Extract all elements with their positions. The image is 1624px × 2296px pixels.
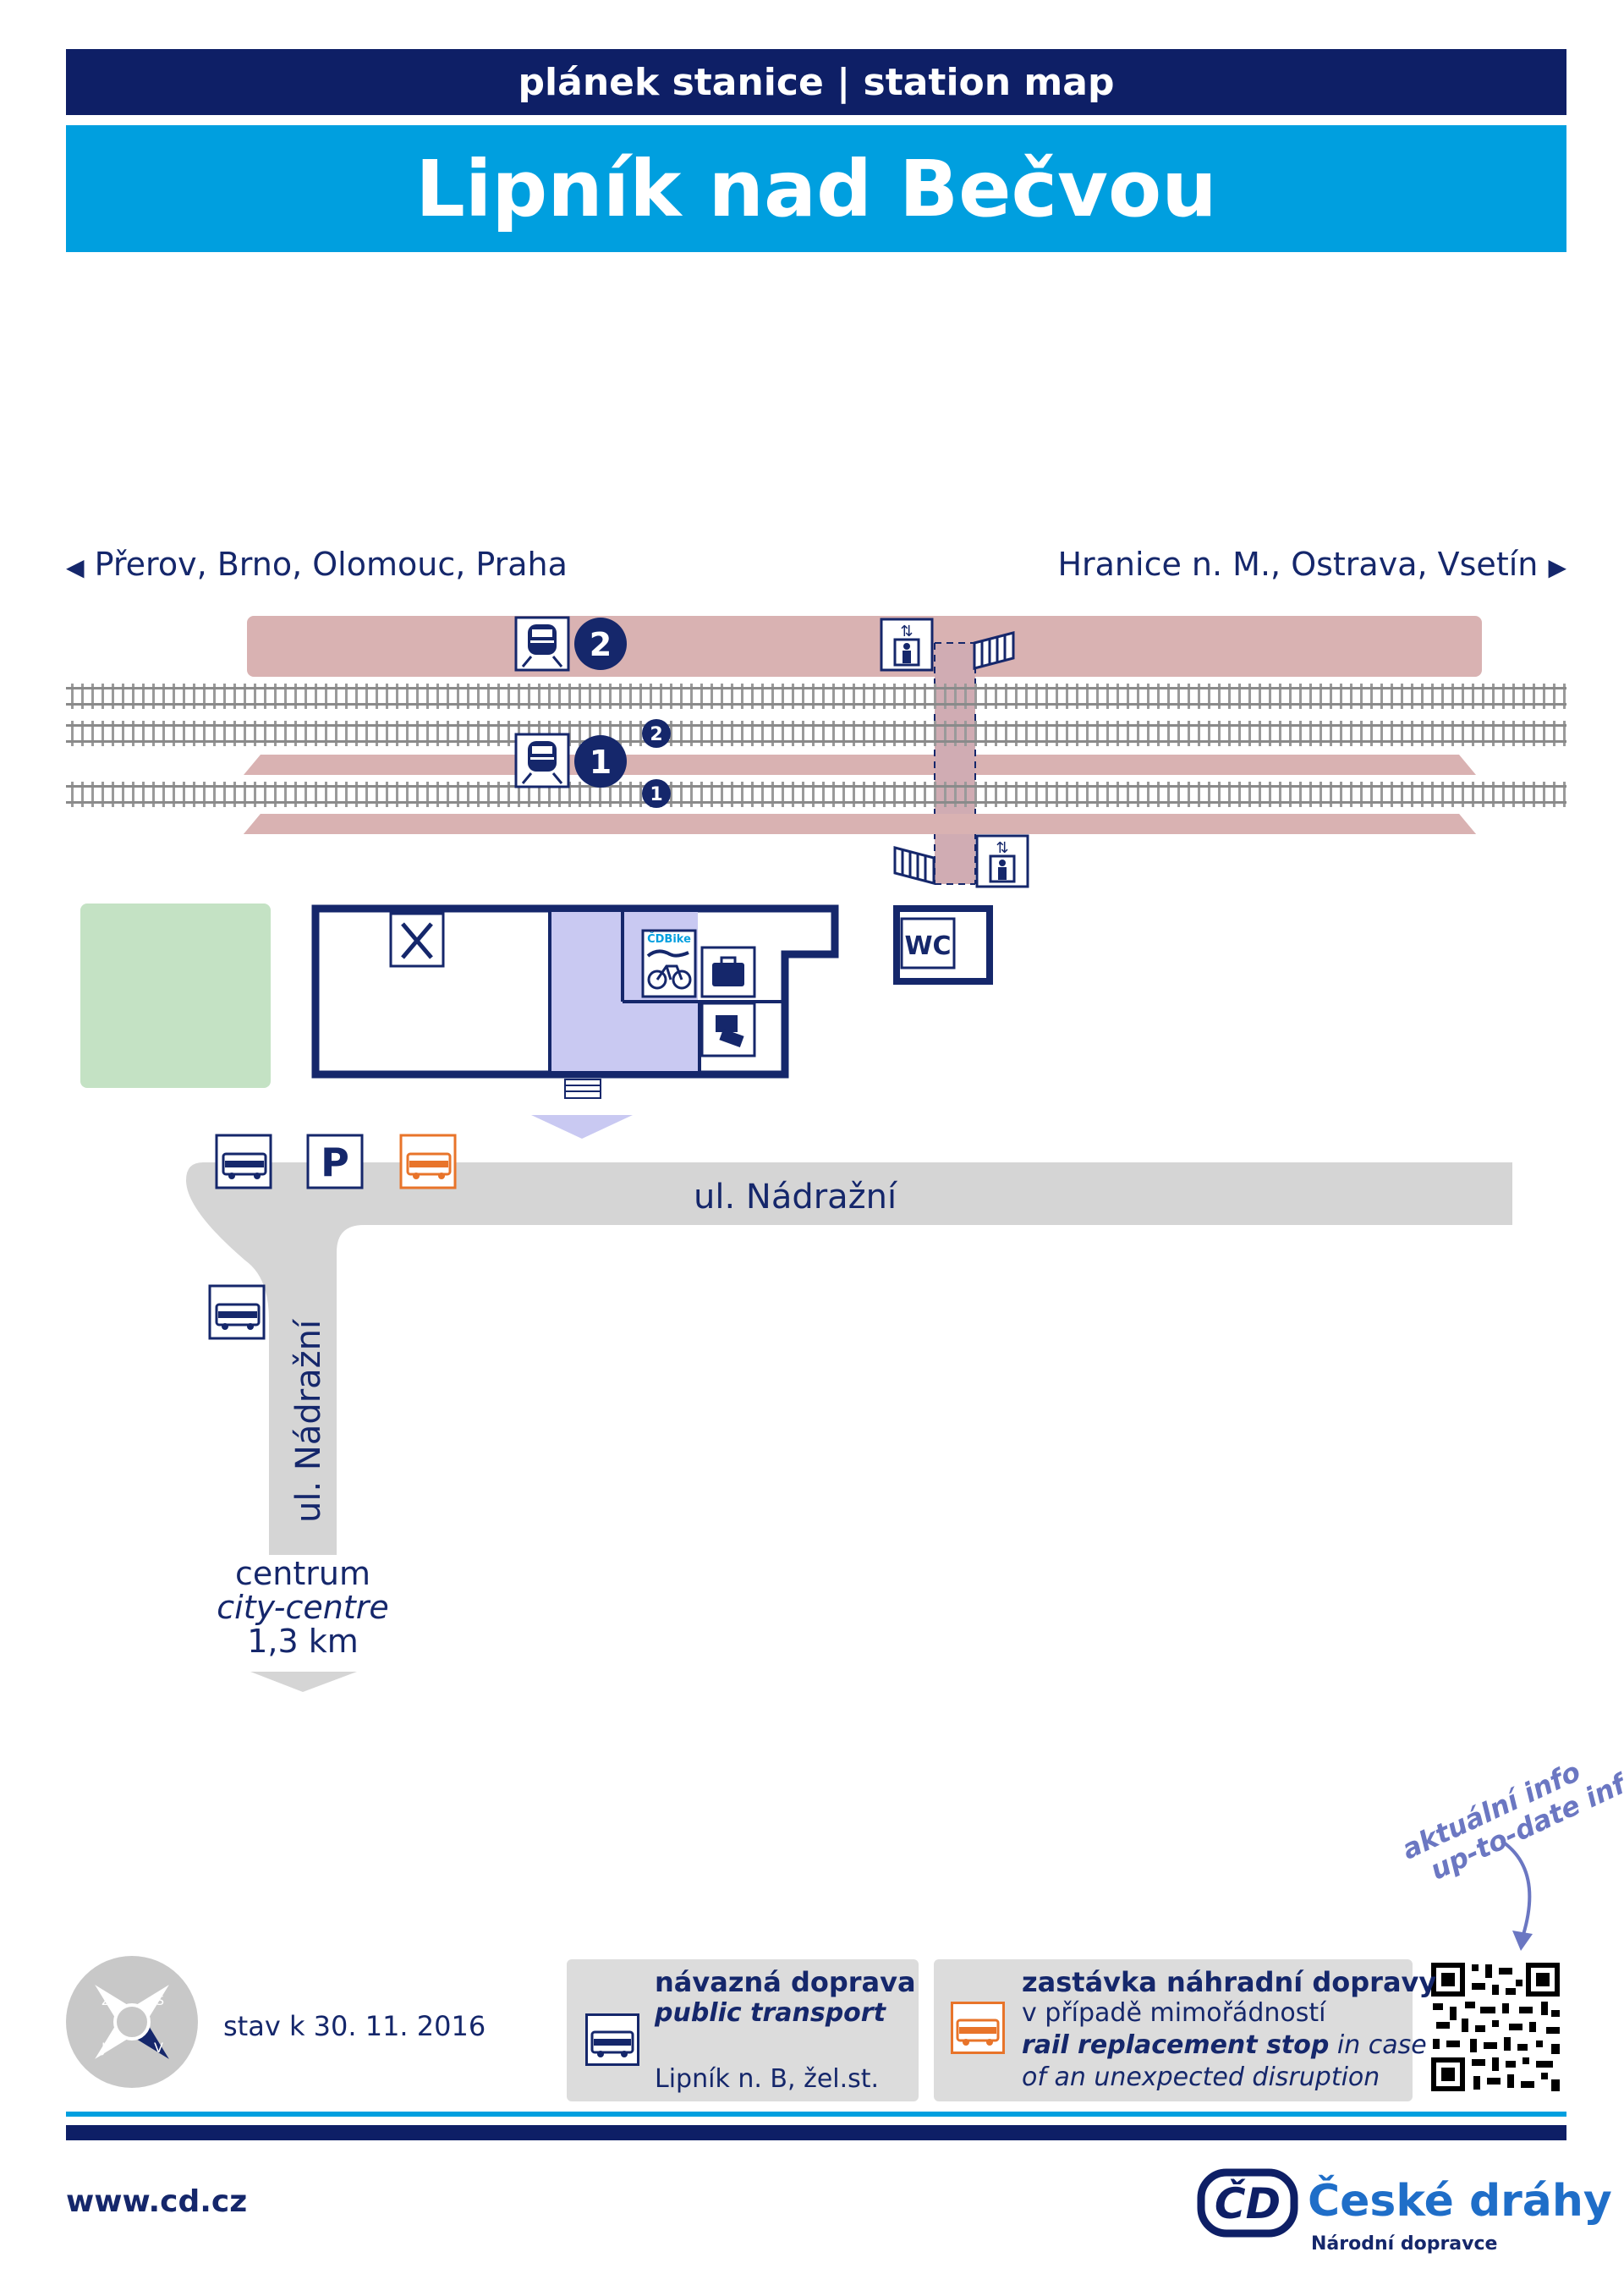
svg-text:⇅: ⇅ [900,623,913,640]
centrum-label: centrum city-centre 1,3 km [201,1557,404,1658]
legend-replacement-line2-rest: in case [1329,2030,1427,2060]
parking-icon: P [306,1134,364,1189]
legend-public-transport: návazná doprava public transport Lipník … [567,1959,919,2101]
cd-logo-icon: ČD [1197,2168,1298,2238]
centrum-arrow [250,1672,357,1692]
ticket-icon: 1 [700,1002,756,1057]
arrow-right-icon: ▶ [1548,553,1566,581]
elevator-icon: ⇅ [975,834,1029,888]
street-vertical-label: ul. Nádražní [289,1318,328,1523]
road [186,1162,1512,1555]
centrum-cz: centrum [235,1555,370,1592]
station-title: Lipník nad Bečvou [66,125,1566,252]
wc-icon [900,917,956,969]
green-area [80,904,271,1088]
footer-rule-light [66,2112,1566,2117]
train-icon [514,733,570,788]
entrance-arrow [531,1115,633,1139]
legend-replacement-stop: zastávka náhradní dopravy v případě mimo… [934,1959,1436,2101]
track-2-number: 2 [650,724,662,745]
stairs-icon [973,631,1015,670]
svg-text:⇅: ⇅ [996,839,1008,857]
centrum-en: city-centre [217,1589,389,1626]
legend-replacement-line2: rail replacement stop in case [1022,2030,1427,2060]
street-horizontal-label: ul. Nádražní [694,1178,898,1217]
direction-left-label: Přerov, Brno, Olomouc, Praha [94,546,568,583]
track-1-badge [642,779,671,808]
direction-right-label: Hranice n. M., Ostrava, Vsetín [1057,546,1539,583]
stairs-icon [893,846,935,885]
brand-name: České dráhy [1308,2176,1612,2227]
bus-icon [585,2013,639,2066]
legend-replacement-line3: of an unexpected disruption [1022,2063,1380,2092]
bicycle-icon: ČDBike [641,929,697,998]
cd-logo-text: ČD [1215,2178,1281,2228]
qr-code [1428,1959,1563,2095]
compass-north: S [156,1992,164,2008]
replacement-bus-icon [399,1134,457,1189]
centrum-distance: 1,3 km [247,1623,359,1660]
parking-label: P [321,1140,349,1185]
platform-2-badge [574,618,627,670]
legend-public-title-en: public transport [655,1998,886,2028]
footer-rule-dark [66,2125,1566,2140]
website-link[interactable]: www.cd.cz [66,2184,248,2219]
stav-date: stav k 30. 11. 2016 [223,2010,486,2042]
legend-replacement-line1: v případě mimořádností [1022,1998,1326,2028]
direction-left: ◀ Přerov, Brno, Olomouc, Praha [66,546,568,583]
legend-public-title: návazná doprava [655,1966,916,1998]
brand-subtitle: Národní dopravce [1311,2233,1498,2255]
track-top [66,684,1566,709]
legend-replacement-line2-bold: rail replacement stop [1022,2030,1330,2060]
arrow-left-icon: ◀ [66,553,85,581]
elevator-icon: ⇅ [880,618,934,672]
uptodate-arrow [1500,1839,1532,1938]
compass-west: Z [102,1992,111,2008]
compass-south: J [101,2040,106,2056]
header-subtitle: plánek stanice | station map [66,49,1566,115]
platform-2-number: 2 [590,626,612,663]
restaurant-icon [389,912,445,968]
replacement-bus-icon [951,2002,1005,2054]
bus-icon [208,1284,266,1340]
track-1 [66,782,1566,807]
direction-right: Hranice n. M., Ostrava, Vsetín ▶ [1057,546,1566,583]
platform-1-badge [574,735,627,788]
compass-east: V [154,2040,163,2056]
bus-icon [215,1134,272,1189]
train-icon [514,616,570,672]
wc-label: WC [904,931,951,961]
platform-2 [247,616,1482,677]
track-2 [66,721,1566,746]
legend-replacement-title: zastávka náhradní dopravy [1022,1966,1437,1998]
track-1-number: 1 [650,784,662,805]
legend-public-stop: Lipník n. B, žel.st. [655,2064,880,2094]
cdbike-label: ČDBike [647,932,691,946]
compass-icon: S J Z V [66,1956,198,2088]
platform-1-number: 1 [590,744,612,781]
luggage-icon [700,946,756,998]
track-2-badge [642,719,671,748]
platform-1-upper-edge [244,755,1476,775]
